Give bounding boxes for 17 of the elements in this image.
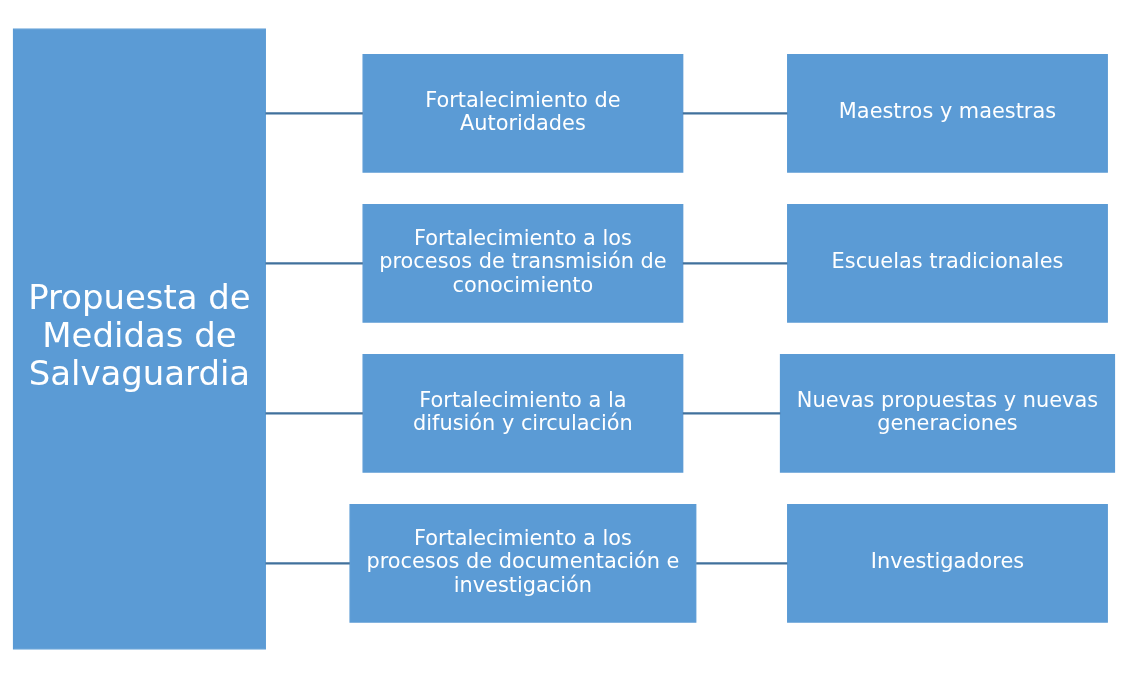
- node-box: Fortalecimiento a los procesos de documentación e investigación: [349, 503, 697, 623]
- node-box: Escuelas tradicionales: [787, 203, 1108, 323]
- connector: [682, 411, 781, 414]
- connector: [265, 261, 363, 264]
- node-box: Propuesta de Medidas de Salvaguardia: [12, 28, 266, 649]
- connector: [696, 561, 788, 564]
- node-box: Fortalecimiento a la difusión y circulación: [362, 353, 684, 473]
- node-box: Investigadores: [787, 503, 1108, 623]
- connector: [682, 261, 788, 264]
- node-box: Nuevas propuestas y nuevas generaciones: [779, 353, 1116, 473]
- node-box: Fortalecimiento de Autoridades: [362, 53, 684, 173]
- connector: [265, 411, 363, 414]
- connector: [265, 111, 363, 114]
- node-box: Maestros y maestras: [787, 53, 1108, 173]
- connector: [682, 111, 788, 114]
- connector: [265, 561, 350, 564]
- node-box: Fortalecimiento a los procesos de transmisión de conocimiento: [362, 203, 684, 323]
